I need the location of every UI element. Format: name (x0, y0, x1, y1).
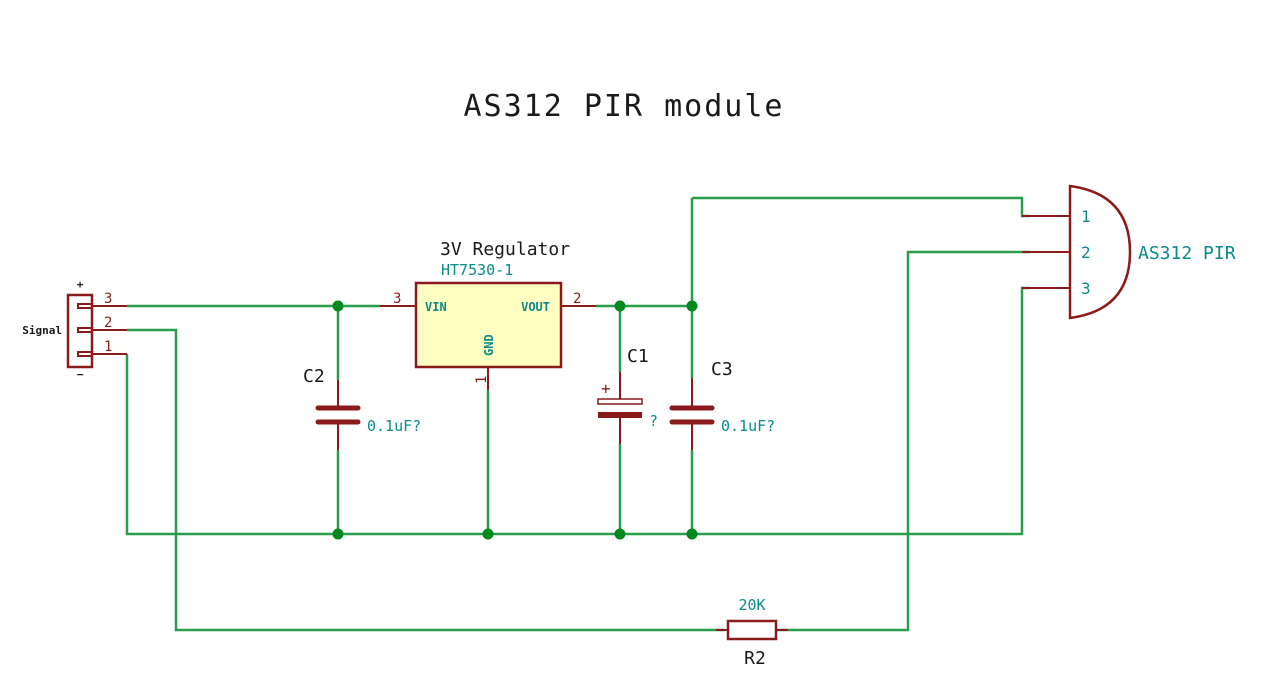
junction (614, 300, 626, 312)
regulator-body (414, 281, 563, 369)
regulator-reference: 3V Regulator (440, 239, 570, 260)
regulator-gnd-number: 1 (474, 376, 490, 384)
resistor-reference: R2 (744, 648, 766, 669)
pir-pin-number: 1 (1081, 207, 1091, 226)
regulator[interactable]: 3V Regulator HT7530-1 3 2 1 VIN VOUT GND (380, 239, 596, 390)
connector-minus-label: − (77, 368, 84, 381)
regulator-vout-name: VOUT (521, 300, 550, 314)
connector-pin-number: 3 (104, 291, 112, 307)
wires (125, 196, 1030, 632)
regulator-value: HT7530-1 (441, 261, 513, 279)
capacitor-reference: C3 (711, 359, 733, 380)
pir-sensor[interactable]: 1 2 3 AS312 PIR (1022, 184, 1236, 320)
wire-pir-pin1 (692, 196, 1030, 218)
connector-pin-stub (77, 303, 93, 309)
pir-body (1068, 184, 1132, 320)
capacitor-value: 0.1uF? (367, 417, 421, 435)
wire-pir-pin2 (775, 250, 1030, 632)
junctions (332, 300, 698, 540)
connector-pin-stub (77, 351, 93, 357)
connector-plus-label: + (77, 278, 84, 291)
resistor-body (726, 619, 778, 641)
wire-signal (127, 328, 725, 632)
junction (332, 528, 344, 540)
connector-pin-stub (77, 327, 93, 333)
pir-pin-number: 2 (1081, 243, 1091, 262)
junction (482, 528, 494, 540)
capacitor-plate-positive (597, 398, 643, 405)
junction (686, 300, 698, 312)
capacitor-c2[interactable]: C2 0.1uF? (303, 366, 421, 450)
junction (332, 300, 344, 312)
capacitor-value: ? (649, 412, 658, 430)
capacitor-c1[interactable]: + C1 ? (597, 346, 658, 444)
connector-pin-number: 2 (104, 315, 112, 331)
capacitor-reference: C2 (303, 366, 325, 387)
capacitor-plate-negative (598, 412, 642, 418)
polarity-plus-icon: + (601, 379, 611, 398)
capacitor-value: 0.1uF? (721, 417, 775, 435)
capacitor-c3[interactable]: C3 0.1uF? (669, 359, 775, 450)
resistor-value: 20K (738, 596, 765, 614)
pir-pin-number: 3 (1081, 279, 1091, 298)
regulator-gnd-name: GND (482, 334, 496, 356)
connector-label: Signal (22, 324, 62, 337)
regulator-vin-name: VIN (425, 300, 447, 314)
signal-connector[interactable]: + − Signal 3 2 1 (22, 278, 127, 381)
wire-gnd (125, 286, 1030, 536)
resistor-r2[interactable]: 20K R2 (716, 596, 788, 669)
schematic-title: AS312 PIR module (464, 89, 785, 124)
connector-pin-number: 1 (104, 339, 112, 355)
capacitor-reference: C1 (627, 346, 649, 367)
junction (614, 528, 626, 540)
regulator-vout-number: 2 (573, 291, 581, 307)
regulator-vin-number: 3 (393, 291, 401, 307)
junction (686, 528, 698, 540)
pir-label: AS312 PIR (1138, 243, 1236, 264)
